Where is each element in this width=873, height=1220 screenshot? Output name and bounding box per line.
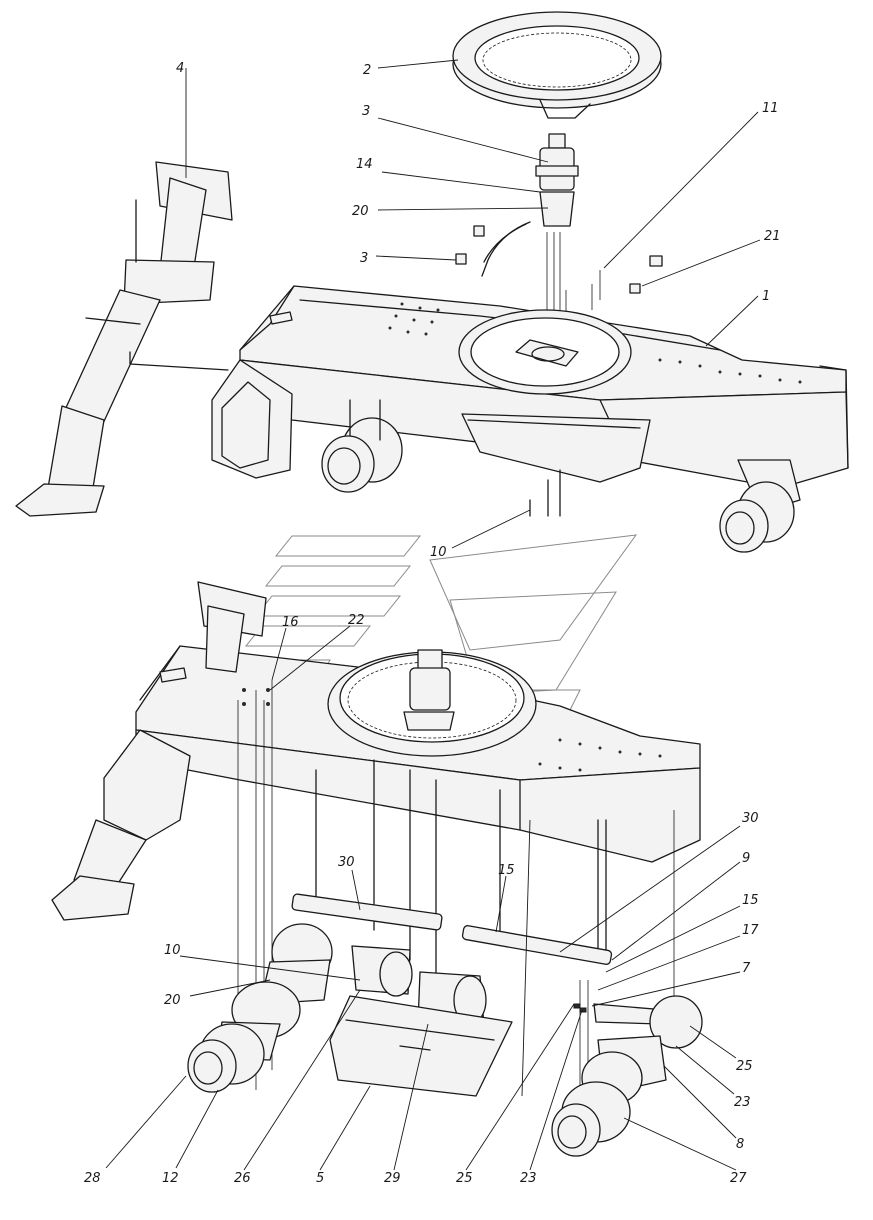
callout-16: 16 — [282, 615, 299, 630]
differential-motor-left — [351, 945, 413, 997]
callout-10: 10 — [164, 943, 181, 958]
callout-2: 2 — [363, 63, 371, 78]
callout-30: 30 — [338, 855, 355, 870]
callout-28: 28 — [84, 1171, 101, 1186]
wheel-hub-top-left — [321, 399, 403, 493]
callout-25: 25 — [736, 1059, 753, 1074]
axle-left-bottom — [187, 923, 333, 1093]
callout-29: 29 — [384, 1171, 401, 1186]
outrigger-leg-top — [15, 161, 233, 517]
callout-17: 17 — [742, 923, 759, 938]
callout-4: 4 — [176, 61, 184, 76]
callout-23: 23 — [734, 1095, 751, 1110]
callout-3: 3 — [360, 251, 368, 266]
callout-3: 3 — [362, 104, 370, 119]
callout-22: 22 — [348, 613, 365, 628]
drive-shaft-right — [461, 925, 613, 965]
axle-right-bottom — [551, 995, 703, 1157]
callout-26: 26 — [234, 1171, 251, 1186]
slewing-ring-top — [452, 11, 662, 119]
callout-25: 25 — [456, 1171, 473, 1186]
wheel-hub-top-right — [719, 459, 801, 553]
callout-10: 10 — [430, 545, 447, 560]
leader-lines — [105, 59, 761, 1171]
callout-12: 12 — [162, 1171, 179, 1186]
callout-11: 11 — [762, 101, 779, 116]
callout-27: 27 — [730, 1171, 747, 1186]
callout-labels: 2 3 4 14 20 11 3 21 1 10 16 22 30 15 30 … — [84, 61, 781, 1186]
callout-1: 1 — [762, 289, 770, 304]
callout-8: 8 — [736, 1137, 744, 1152]
main-frame-bottom — [51, 581, 701, 921]
callout-15: 15 — [498, 863, 515, 878]
callout-15: 15 — [742, 893, 759, 908]
callout-7: 7 — [742, 961, 751, 976]
callout-14: 14 — [356, 157, 373, 172]
callout-20: 20 — [164, 993, 181, 1008]
callout-23: 23 — [520, 1171, 537, 1186]
callout-5: 5 — [316, 1171, 324, 1186]
callout-21: 21 — [764, 229, 781, 244]
callout-20: 20 — [352, 204, 369, 219]
skid-plate — [329, 995, 513, 1097]
callout-9: 9 — [742, 851, 750, 866]
drive-shaft-left — [291, 893, 443, 931]
main-frame-top — [211, 285, 849, 489]
callout-30: 30 — [742, 811, 759, 826]
bolts-top — [529, 469, 561, 517]
